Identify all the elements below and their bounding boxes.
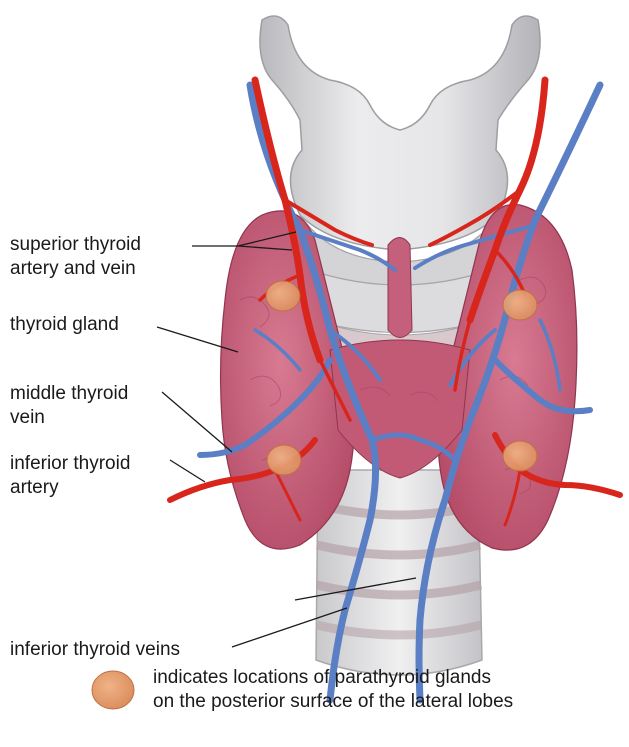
- label-middle-thyroid-vein: middle thyroid vein: [10, 382, 128, 430]
- label-inferior-thyroid-artery-line1: inferior thyroid: [10, 452, 130, 476]
- label-inferior-thyroid-artery: inferior thyroid artery: [10, 452, 130, 500]
- parathyroid-upper-right: [503, 290, 537, 320]
- parathyroid-lower-left: [267, 445, 301, 475]
- label-inferior-thyroid-artery-line2: artery: [10, 476, 130, 500]
- legend-line2: on the posterior surface of the lateral …: [153, 690, 513, 714]
- parathyroid-lower-right: [503, 441, 537, 471]
- label-superior-thyroid: superior thyroid artery and vein: [10, 233, 141, 281]
- label-middle-thyroid-vein-line2: vein: [10, 406, 128, 430]
- legend-parathyroid-swatch: [92, 671, 134, 709]
- legend-line1: indicates locations of parathyroid gland…: [153, 666, 513, 690]
- legend-text: indicates locations of parathyroid gland…: [153, 666, 513, 714]
- parathyroid-upper-left: [266, 281, 300, 311]
- label-middle-thyroid-vein-line1: middle thyroid: [10, 382, 128, 406]
- label-superior-thyroid-line1: superior thyroid: [10, 233, 141, 257]
- leader-inferior-thyroid-artery: [170, 460, 205, 482]
- label-inferior-thyroid-veins: inferior thyroid veins: [10, 638, 180, 662]
- label-superior-thyroid-line2: artery and vein: [10, 257, 141, 281]
- label-thyroid-gland: thyroid gland: [10, 313, 119, 337]
